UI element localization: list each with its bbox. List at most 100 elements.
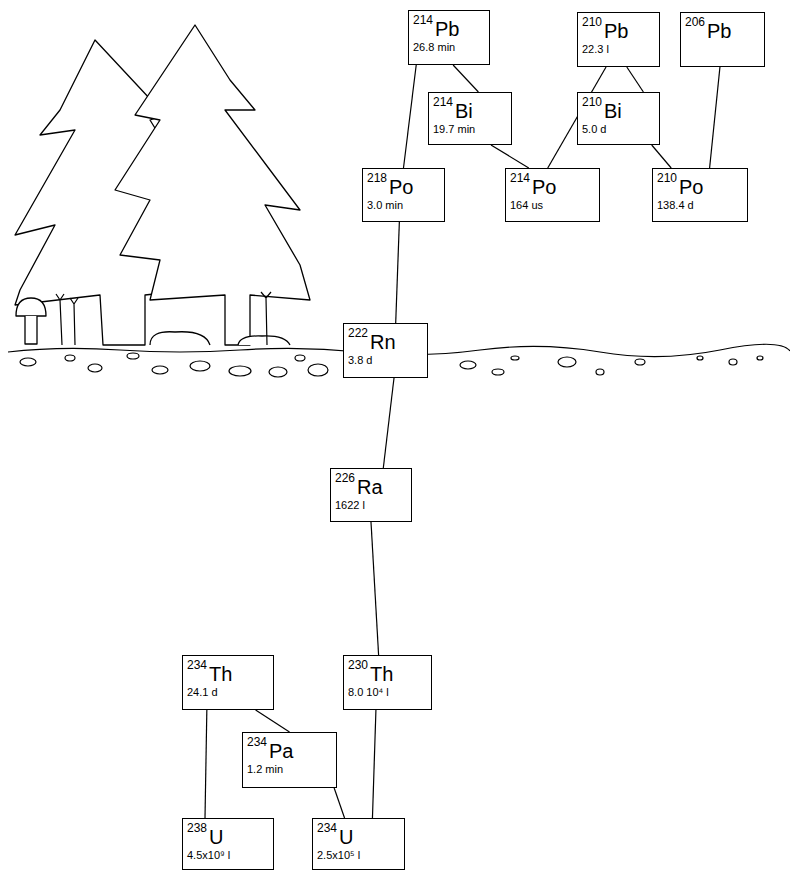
element-symbol: U	[339, 826, 353, 848]
decay-line	[396, 222, 400, 323]
nuclide-box: 230Th8.0 10⁴ l	[343, 655, 432, 710]
nuclide-box: 218Po3.0 min	[362, 168, 445, 222]
mass-number: 238	[187, 821, 207, 835]
nuclide-heading: 206Pb	[685, 15, 760, 42]
nuclide-heading: 238U	[187, 821, 269, 848]
decay-line	[710, 67, 720, 168]
nuclide-heading: 226Ra	[335, 471, 407, 498]
decay-line	[627, 67, 644, 92]
nuclide-box: 226Ra1622 l	[330, 468, 412, 522]
mushroom	[16, 298, 46, 316]
nuclide-box: 214Pb26.8 min	[408, 10, 490, 65]
mushroom	[25, 316, 37, 344]
pebble	[596, 369, 604, 375]
decay-line	[404, 65, 417, 168]
pebble	[127, 353, 139, 359]
half-life: 3.0 min	[367, 199, 440, 212]
decay-line	[453, 65, 478, 92]
element-symbol: Po	[679, 176, 703, 198]
nuclide-box: 234Pa1.2 min	[242, 732, 337, 788]
half-life: 22.3 l	[582, 43, 655, 56]
element-symbol: Bi	[604, 100, 622, 122]
pebble	[229, 366, 251, 376]
nuclide-heading: 214Pb	[413, 13, 485, 40]
half-life: 4.5x10⁹ l	[187, 849, 269, 862]
decay-line	[205, 710, 207, 818]
pebble	[308, 364, 328, 376]
half-life: 1622 l	[335, 499, 407, 512]
nuclide-heading: 210Po	[657, 171, 743, 198]
half-life: 1.2 min	[247, 763, 332, 776]
nuclide-box: 210Bi5.0 d	[577, 92, 660, 145]
element-symbol: Rn	[370, 331, 396, 353]
nuclide-heading: 214Po	[510, 171, 595, 198]
half-life: 8.0 10⁴ l	[348, 686, 427, 699]
pebble	[729, 359, 737, 365]
pebble	[88, 364, 102, 372]
pebble	[295, 355, 305, 361]
nuclide-box: 238U4.5x10⁹ l	[182, 818, 274, 870]
half-life: 5.0 d	[582, 123, 655, 136]
nuclide-heading: 234U	[317, 821, 400, 848]
nuclide-heading: 218Po	[367, 171, 440, 198]
pebble	[152, 366, 168, 374]
nuclide-box: 210Po138.4 d	[652, 168, 748, 222]
nuclide-heading: 222Rn	[348, 326, 423, 353]
element-symbol: U	[209, 826, 223, 848]
element-symbol: Pa	[269, 740, 293, 762]
decay-line	[383, 378, 394, 468]
flower	[261, 292, 271, 345]
rock	[150, 332, 210, 345]
pine-tree	[115, 25, 310, 345]
pebble	[20, 358, 36, 366]
mass-number: 210	[657, 171, 677, 185]
pebble	[697, 356, 703, 360]
mass-number: 210	[582, 95, 602, 109]
nuclide-box: 234Th24.1 d	[182, 655, 274, 710]
nuclide-box: 214Po164 us	[505, 168, 600, 222]
pebble	[635, 359, 645, 365]
nuclide-box: 214Bi19.7 min	[428, 92, 512, 145]
decay-line	[371, 522, 379, 655]
mass-number: 222	[348, 326, 368, 340]
half-life: 164 us	[510, 199, 595, 212]
element-symbol: Pb	[435, 18, 459, 40]
pebble	[511, 356, 519, 360]
mass-number: 206	[685, 15, 705, 29]
half-life: 19.7 min	[433, 123, 507, 136]
nuclide-box: 234U2.5x10⁵ l	[312, 818, 405, 870]
decay-line	[334, 788, 344, 818]
half-life: 2.5x10⁵ l	[317, 849, 400, 862]
pebble	[492, 369, 504, 375]
mass-number: 234	[247, 735, 267, 749]
pebble	[460, 361, 476, 369]
decay-line	[652, 145, 672, 168]
pebble	[269, 367, 287, 377]
half-life: 24.1 d	[187, 686, 269, 699]
decay-line	[256, 710, 290, 732]
element-symbol: Ra	[357, 476, 383, 498]
pebble	[757, 356, 763, 360]
nuclide-heading: 234Pa	[247, 735, 332, 762]
rock	[238, 336, 290, 345]
element-symbol: Po	[389, 176, 413, 198]
pebble	[190, 361, 210, 371]
half-life: 26.8 min	[413, 41, 485, 54]
mass-number: 214	[413, 13, 433, 27]
mass-number: 210	[582, 15, 602, 29]
mass-number: 234	[187, 658, 207, 672]
mass-number: 230	[348, 658, 368, 672]
nuclide-box: 206Pb	[680, 12, 765, 67]
nuclide-heading: 210Bi	[582, 95, 655, 122]
decay-line	[491, 145, 529, 168]
element-symbol: Bi	[455, 100, 473, 122]
nuclide-heading: 234Th	[187, 658, 269, 685]
mass-number: 218	[367, 171, 387, 185]
flower	[70, 298, 78, 345]
element-symbol: Th	[370, 663, 393, 685]
half-life: 138.4 d	[657, 199, 743, 212]
nuclide-heading: 214Bi	[433, 95, 507, 122]
